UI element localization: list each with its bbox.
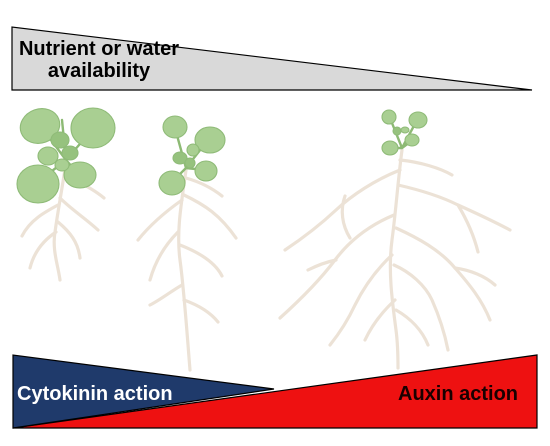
auxin-action-label: Auxin action [398,383,519,405]
plant-high-availability [16,107,116,282]
root-system-extensive [278,148,512,370]
nutrient-availability-wedge [11,26,533,91]
cytokinin-action-label: Cytokinin action [17,383,173,405]
auxin-action-wedge [12,354,538,429]
rosette-large [16,107,116,204]
rosette-small [381,109,428,156]
plant-medium-availability [136,115,238,372]
root-system-short [20,160,106,282]
cytokinin-action-wedge [12,354,275,429]
plant-low-availability [278,109,512,370]
nutrient-availability-label: Nutrient or water availability [18,38,180,83]
root-system-medium [136,168,238,372]
rosette-medium [158,115,226,196]
